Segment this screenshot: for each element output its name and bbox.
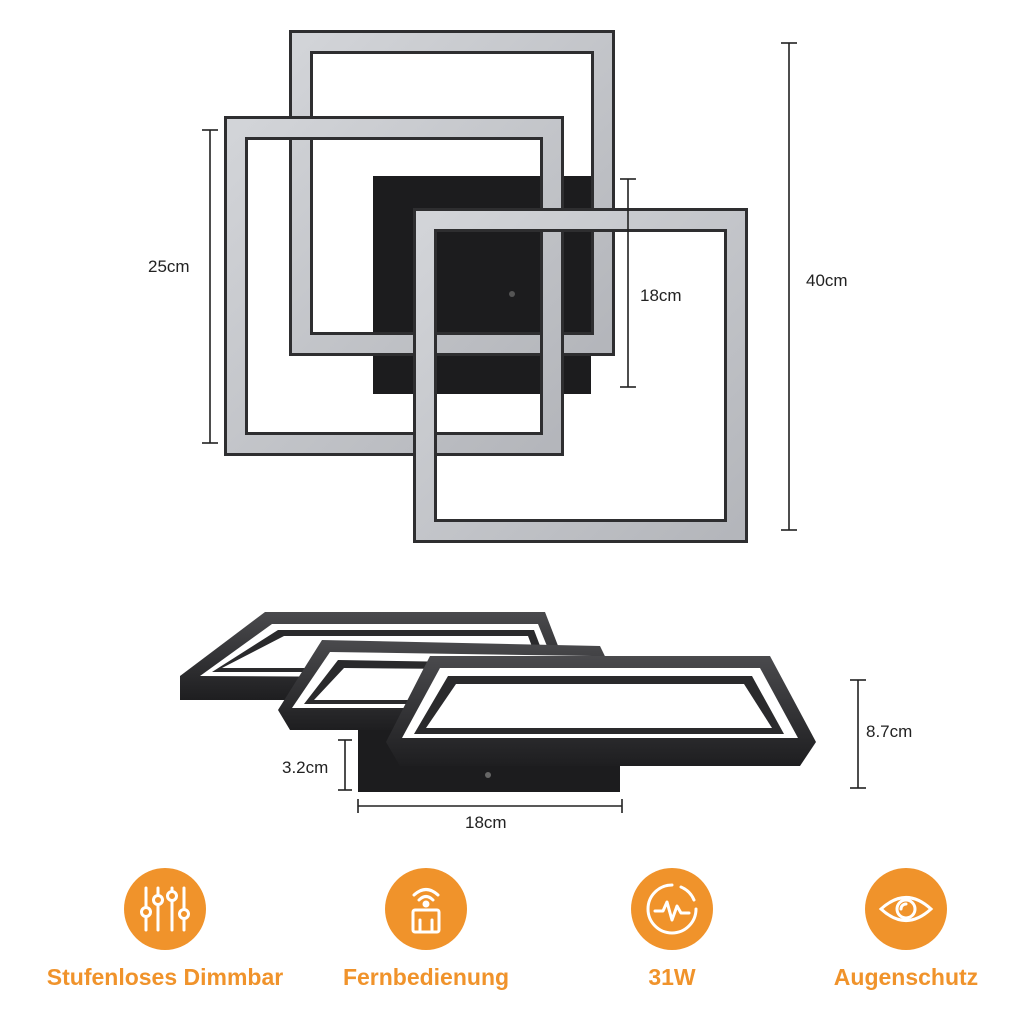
dim-label-base-height: 3.2cm: [282, 758, 329, 777]
frame-right: [413, 208, 748, 543]
feature-label: Fernbedienung: [342, 964, 510, 990]
dim-label-side-height: 8.7cm: [866, 722, 913, 741]
side-view: [180, 612, 866, 813]
feature-label: 31W: [648, 964, 696, 990]
feature-label: Stufenloses Dimmbar: [46, 964, 284, 990]
dim-label-left-height: 25cm: [148, 257, 190, 276]
dim-label-total-height: 40cm: [806, 271, 848, 290]
dim-line-18-side: [357, 799, 623, 813]
eye-protection-icon: [865, 868, 947, 950]
remote-control-icon: [385, 868, 467, 950]
frame-top: [289, 30, 615, 356]
dim-label-base-width: 18cm: [465, 813, 507, 832]
frame-left: [224, 116, 564, 456]
feature-row: Stufenloses Dimmbar Fernbedienung: [0, 868, 1024, 1008]
feature-dimming: Stufenloses Dimmbar: [35, 868, 295, 991]
dim-line-8-7: [850, 679, 866, 789]
power-wave-icon: [631, 868, 713, 950]
dim-line-3-2: [338, 739, 352, 791]
feature-label: Augenschutz: [833, 964, 979, 990]
dim-line-25: [202, 129, 218, 444]
dim-line-40: [781, 42, 797, 531]
feature-eye-protection: Augenschutz: [776, 868, 1024, 991]
feature-remote: Fernbedienung: [296, 868, 556, 991]
dim-label-inner-height: 18cm: [640, 286, 682, 305]
feature-power: 31W: [542, 868, 802, 991]
top-view: [202, 30, 797, 543]
lamp-illustration: [180, 30, 866, 813]
side-frame-front: [386, 656, 816, 766]
dimmer-sliders-icon: [124, 868, 206, 950]
product-diagram: 40cm 25cm 18cm 8.7cm 3.2cm 18cm: [148, 30, 913, 832]
base-screw: [509, 291, 515, 297]
dim-line-18-top: [620, 178, 636, 388]
